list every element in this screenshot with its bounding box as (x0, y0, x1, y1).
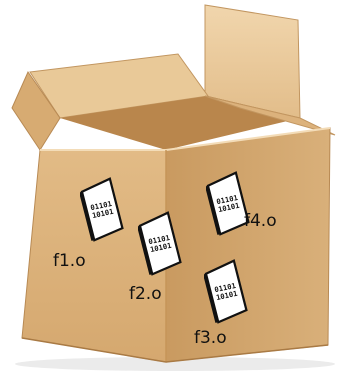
file-label-f1: f1.o (53, 251, 86, 271)
svg-text:10101: 10101 (215, 289, 238, 302)
svg-text:10101: 10101 (149, 241, 172, 254)
svg-text:10101: 10101 (217, 201, 240, 214)
file-label-f2: f2.o (129, 284, 162, 304)
svg-text:01101: 01101 (90, 199, 113, 212)
svg-text:01101: 01101 (148, 233, 171, 246)
binary-file-icon: 01101 10101 (138, 211, 182, 276)
file-label-f4: f4.o (244, 211, 277, 231)
file-label-f3: f3.o (194, 328, 227, 348)
svg-text:10101: 10101 (91, 207, 114, 220)
binary-file-icon: 01101 10101 (204, 259, 248, 324)
svg-text:01101: 01101 (216, 193, 239, 206)
binary-file-icon: 01101 10101 (80, 177, 124, 242)
binary-file-icon: 01101 10101 (206, 171, 250, 236)
svg-text:01101: 01101 (214, 281, 237, 294)
